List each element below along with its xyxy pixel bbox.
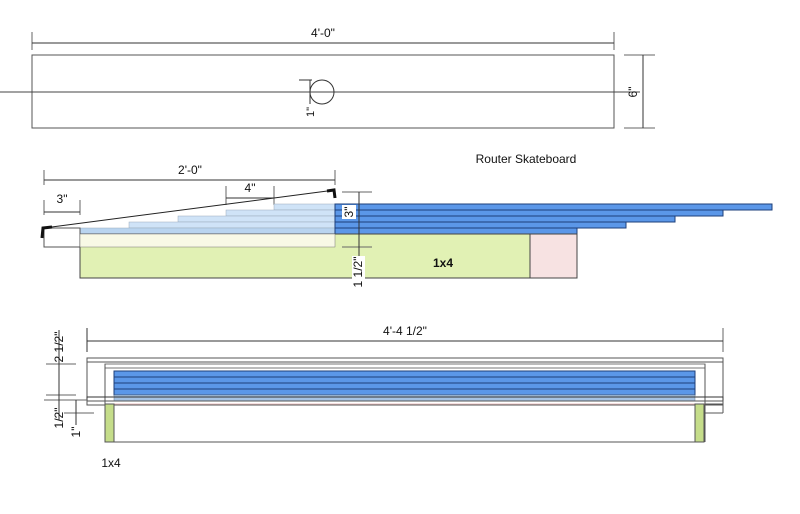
front-board-2 (113, 376, 696, 384)
rail-label: 1" (69, 427, 83, 438)
front-board-1 (113, 370, 696, 378)
stack-board-2 (334, 209, 724, 217)
base-height-label: 1 1/2" (351, 257, 365, 288)
side-overall-label: 2'-0" (178, 163, 202, 177)
stack-board-2-light (225, 209, 336, 217)
hole-label: 1" (305, 107, 317, 117)
bottom-rail-2 (86, 400, 724, 406)
rail-board-label: 1x4 (101, 456, 121, 470)
side-view: 2'-0" 4" 3" 1x4 (40, 163, 773, 288)
top-length-label: 4'-0" (311, 26, 335, 40)
stack-board-1-light (273, 203, 336, 211)
cream-overlay (79, 233, 336, 248)
right-leg-1x4 (694, 403, 705, 443)
end-block (529, 233, 578, 279)
left-block (43, 227, 81, 248)
stack-board-4 (334, 221, 627, 229)
start-label: 3" (57, 192, 68, 206)
front-board-3 (113, 382, 696, 390)
drawing-title: Router Skateboard (476, 152, 577, 166)
stack-board-5 (334, 227, 578, 235)
front-board-4 (113, 388, 696, 396)
slope-line (43, 189, 336, 229)
base-label: 1x4 (433, 256, 453, 270)
stack-board-3 (334, 215, 676, 223)
stack-board-1 (334, 203, 773, 211)
front-board-5 (113, 394, 696, 402)
front-overall-label: 4'-4 1/2" (383, 324, 427, 338)
stack-board-5-light (79, 227, 336, 235)
top-width-label: 6" (626, 87, 640, 98)
right-corner-mark (326, 188, 337, 199)
top-view: 4'-0" 1" 6" (0, 26, 655, 129)
stack-height-label: 3" (342, 207, 356, 218)
left-leg-1x4 (104, 403, 115, 443)
left-corner-mark (40, 225, 53, 239)
stack-board-3-light (177, 215, 336, 223)
height-label: 2 1/2" (52, 332, 66, 363)
inner-rail (104, 363, 706, 369)
stack-label-bg (342, 205, 356, 219)
step-label: 4" (245, 181, 256, 195)
top-rail (86, 357, 724, 363)
base-height-label-bg (352, 256, 365, 286)
front-view: 4'-4 1/2" 2 1/2" 1/2" (44, 324, 724, 470)
gap-label: 1/2" (52, 408, 66, 429)
stack-board-4-light (128, 221, 336, 229)
